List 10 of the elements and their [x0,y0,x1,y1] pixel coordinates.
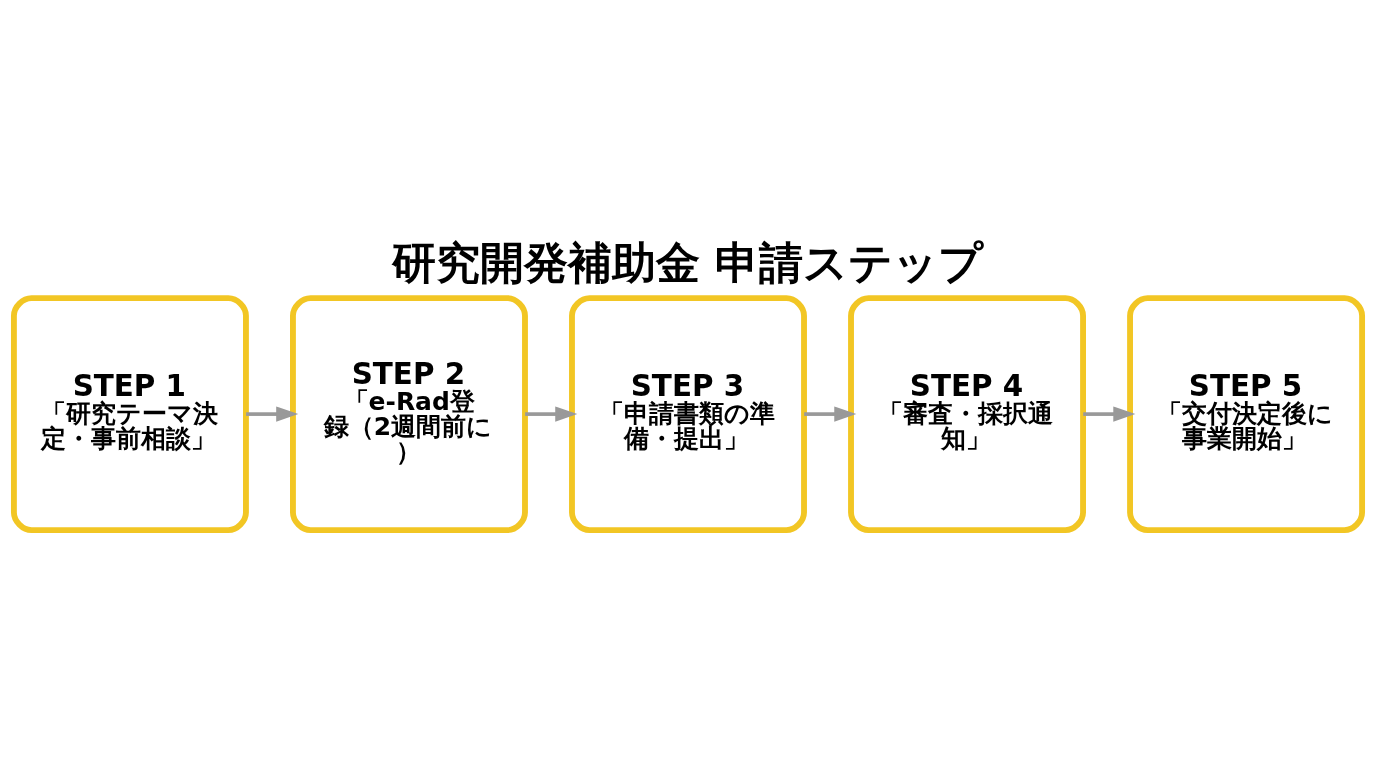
arrow [525,406,578,422]
diagram-title: 研究開発補助金 申請ステップ [392,236,984,288]
arrow [1083,406,1136,422]
node-box: STEP 2 「e-Rad登録（2週間前に） [290,295,528,534]
node-box: STEP 1 「研究テーマ決定・事前相談」 [10,295,249,534]
arrow [804,406,857,422]
node-box: STEP 4 「審査・採択通知」 [848,295,1086,534]
arrow [246,406,299,422]
node-box: STEP 3 「申請書類の準備・提出」 [569,295,807,534]
node-box: STEP 5 「交付決定後に事業開始」 [1127,295,1366,534]
